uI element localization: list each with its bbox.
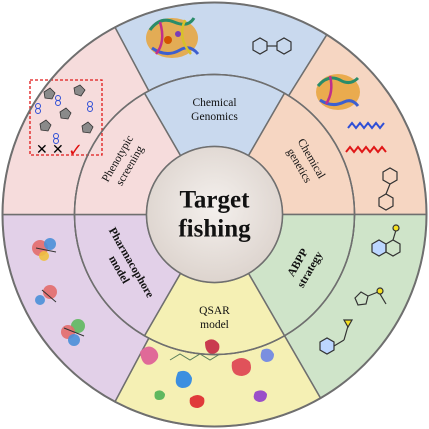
center-circle [145,145,284,284]
segment-label-chemical-genomics-line2: Genomics [191,111,238,123]
probe-molecule-icon [319,319,354,355]
protein-structure-icon [316,74,360,110]
molecule-icon [169,353,221,361]
pocket-shape-icon [231,358,251,376]
chemical-genetics-illustration [316,74,398,211]
pocket-shape-icon [175,370,192,388]
molecule-icon [378,167,398,211]
pocket-shape-icon [253,390,267,402]
segment-label-chemical-genomics-line1: Chemical [192,97,236,109]
dna-wave-blue-icon [347,121,385,130]
pocket-shape-icon [154,390,165,400]
pharmacophore-sphere-icon [61,319,85,346]
center-title-line2: fishing [178,216,251,243]
cross-icon: ✕ [52,142,64,158]
probe-molecule-icon [354,287,387,306]
cross-icon: ✕ [36,142,48,158]
molecule-icon [252,37,292,55]
center-title-line1: Target [180,187,251,214]
qsar-model-illustration [140,339,274,408]
segment-label-qsar-model-line1: QSAR [199,305,230,317]
pocket-shape-icon [140,346,159,365]
middle-ring [73,73,356,356]
phenotypic-screening-illustration: ✕ ✕ ✓ [29,79,103,161]
pocket-shape-icon [189,395,205,408]
pocket-shape-icon [260,348,274,362]
dna-wave-red-icon [345,145,387,154]
pharmacophore-model-illustration [32,238,85,346]
screening-panel [29,79,103,156]
probe-molecule-icon [371,224,401,257]
check-icon: ✓ [68,140,83,161]
compound-ring-icon [35,95,93,144]
cell-icon [39,84,94,134]
middle-border [73,73,356,356]
segment-label-qsar-model-line2: model [200,319,229,331]
abpp-strategy-illustration [319,224,401,355]
pharmacophore-sphere-icon [35,285,57,305]
chemical-genomics-illustration [146,17,292,58]
pocket-shape-icon [205,339,220,354]
pharmacophore-sphere-icon [32,238,57,261]
protein-structure-icon [146,17,200,58]
